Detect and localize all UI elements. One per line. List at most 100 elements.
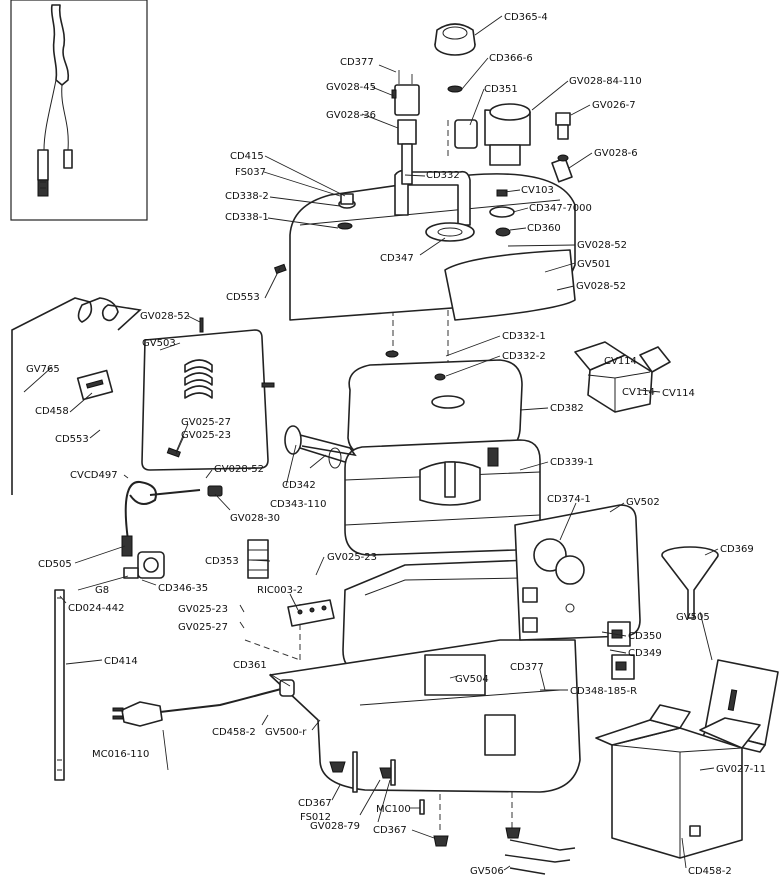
label-gv503: GV503 <box>142 338 176 349</box>
label-gv025-23-b: GV025-23 <box>327 552 377 563</box>
label-cd343-110: CD343-110 <box>270 499 326 510</box>
label-cd347: CD347 <box>380 253 414 264</box>
side-panel-gv503 <box>141 317 275 471</box>
cord-detail-inset <box>10 0 148 221</box>
label-cd342: CD342 <box>282 480 316 491</box>
fitting-gv026-7 <box>555 112 571 140</box>
label-ric003-2: RIC003-2 <box>257 585 303 596</box>
wire-hanger-gv765 <box>11 297 142 495</box>
label-cd367-a: CD367 <box>298 798 332 809</box>
label-gv025-27-a: GV025-27 <box>181 417 231 428</box>
label-cd367-b: CD367 <box>373 825 407 836</box>
label-cd347-7000: CD347-7000 <box>529 203 592 214</box>
reservoir-body-cd339-1 <box>344 439 541 556</box>
label-cd338-2: CD338-2 <box>225 191 269 202</box>
label-cd332: CD332 <box>426 170 460 181</box>
label-cd414: CD414 <box>104 656 138 667</box>
label-gv026-7: GV026-7 <box>592 100 636 111</box>
label-cd024-442: CD024-442 <box>68 603 124 614</box>
feet-and-screws <box>329 751 576 875</box>
switch-stack-gv028-45 <box>391 70 420 185</box>
label-cd553-b: CD553 <box>55 434 89 445</box>
label-cd365-4: CD365-4 <box>504 12 548 23</box>
terminal-block-ric003-2 <box>287 599 335 627</box>
label-cd339-1: CD339-1 <box>550 457 594 468</box>
fitting-gv028-6 <box>551 154 573 183</box>
label-cd505: CD505 <box>38 559 72 570</box>
label-cd377-top: CD377 <box>340 57 374 68</box>
funnel-cd369 <box>661 546 719 619</box>
label-cd332-1: CD332-1 <box>502 331 546 342</box>
label-cd377-b: CD377 <box>510 662 544 673</box>
label-gv028-6: GV028-6 <box>594 148 638 159</box>
switches-cd349 <box>607 621 635 680</box>
connector-cd353 <box>247 539 269 579</box>
small-box-cv114: CV114 CV114 <box>574 341 671 413</box>
label-cd374-1: CD374-1 <box>547 494 591 505</box>
tube-cvcd497 <box>121 480 201 557</box>
knob-cd365-4 <box>434 23 476 93</box>
label-cd349: CD349 <box>628 648 662 659</box>
part-labels: CD365-4 CD377 CD366-6 GV028-45 GV028-84-… <box>26 12 766 877</box>
large-box-gv027-11 <box>595 704 761 859</box>
label-gv028-52-d: GV028-52 <box>214 464 264 475</box>
label-cd366-6: CD366-6 <box>489 53 533 64</box>
label-gv028-45: GV028-45 <box>326 82 376 93</box>
label-gv502: GV502 <box>626 497 660 508</box>
label-gv028-52-a: GV028-52 <box>577 240 627 251</box>
reservoir-lid-cd382 <box>347 350 523 456</box>
label-gv505: GV505 <box>676 612 710 623</box>
label-gv500-r: GV500-r <box>265 727 307 738</box>
label-cd382: CD382 <box>550 403 584 414</box>
label-cd351: CD351 <box>484 84 518 95</box>
label-cd332-2: CD332-2 <box>502 351 546 362</box>
pump-cd346-35 <box>123 551 165 579</box>
label-cd350: CD350 <box>628 631 662 642</box>
label-gv506: GV506 <box>470 866 504 877</box>
rod-cd414 <box>54 589 65 781</box>
small-box-flap-mark: CV114 <box>604 356 637 367</box>
label-gv504: GV504 <box>455 674 489 685</box>
front-panel-gv502 <box>514 504 641 641</box>
label-fs037: FS037 <box>235 167 266 178</box>
label-gv025-23-a: GV025-23 <box>181 430 231 441</box>
power-cord-mc016-110 <box>112 679 295 727</box>
label-gv028-84-110: GV028-84-110 <box>569 76 642 87</box>
small-box-side-mark: CV114 <box>622 387 655 398</box>
label-gv028-36: GV028-36 <box>326 110 376 121</box>
label-cd348-185-r: CD348-185-R <box>570 686 637 697</box>
label-cd458: CD458 <box>35 406 69 417</box>
label-mc100: MC100 <box>376 804 411 815</box>
label-g8: G8 <box>95 585 109 596</box>
base-gv500-r <box>269 639 581 793</box>
label-cd415: CD415 <box>230 151 264 162</box>
label-gv028-79: GV028-79 <box>310 821 360 832</box>
label-cd360: CD360 <box>527 223 561 234</box>
leader-lines <box>23 15 719 871</box>
label-gv027-11: GV027-11 <box>716 764 766 775</box>
label-gv501: GV501 <box>577 259 611 270</box>
sticker-cd458 <box>76 369 114 401</box>
label-gv028-52-b: GV028-52 <box>576 281 626 292</box>
heating-element-cd343-110 <box>284 425 357 469</box>
label-cd338-1: CD338-1 <box>225 212 269 223</box>
label-cd369: CD369 <box>720 544 754 555</box>
label-cd346-35: CD346-35 <box>158 583 208 594</box>
solenoid-valve-gv028-84-110 <box>454 103 531 237</box>
label-cd458-2-b: CD458-2 <box>688 866 732 877</box>
label-cv114: CV114 <box>662 388 695 399</box>
label-gv765: GV765 <box>26 364 60 375</box>
label-cv103: CV103 <box>521 185 554 196</box>
label-gv028-52-c: GV028-52 <box>140 311 190 322</box>
label-cvcd497: CVCD497 <box>70 470 118 481</box>
label-cd458-2-a: CD458-2 <box>212 727 256 738</box>
label-cd353: CD353 <box>205 556 239 567</box>
label-gv025-27-b: GV025-27 <box>178 622 228 633</box>
fitting-gv028-30 <box>207 485 223 497</box>
label-gv028-30: GV028-30 <box>230 513 280 524</box>
label-gv025-23-c: GV025-23 <box>178 604 228 615</box>
cover-fittings <box>273 193 356 275</box>
label-mc016-110: MC016-110 <box>92 749 149 760</box>
label-cd553-a: CD553 <box>226 292 260 303</box>
